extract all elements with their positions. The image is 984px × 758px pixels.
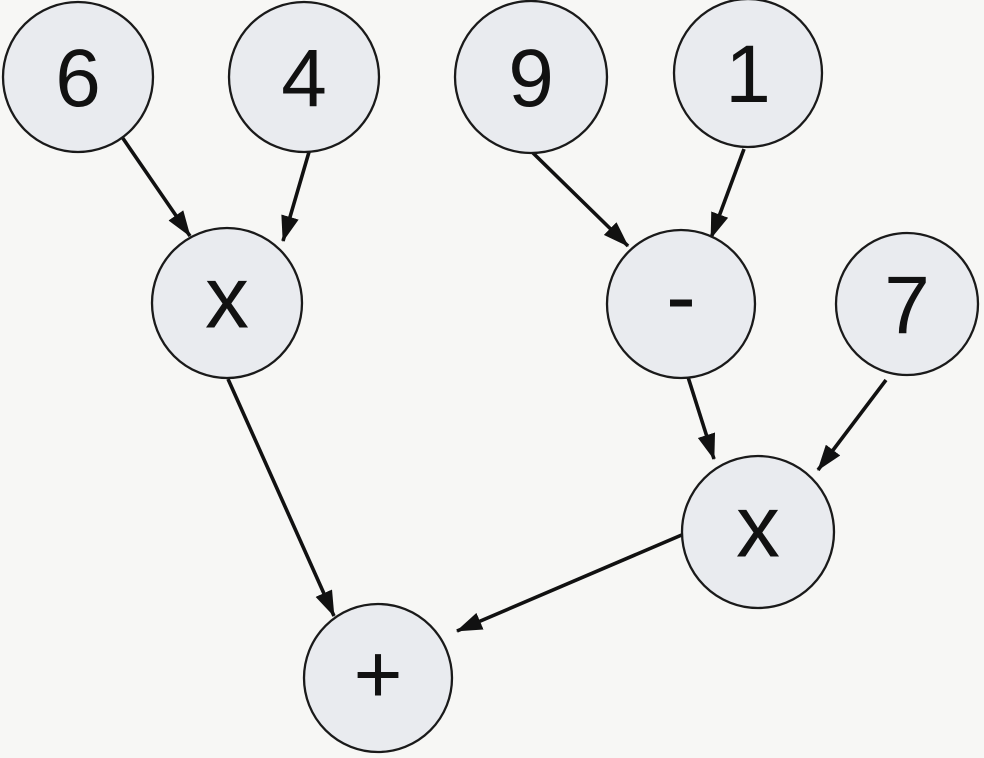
node-label-n6: 6 [55,33,101,124]
node-circle-mul2 [680,454,836,610]
edge-mul1-to-add [226,378,336,617]
node-circle-n1 [672,0,824,149]
edge-n6-to-mul1 [120,135,192,238]
edge-n9-to-sub [531,151,630,248]
edges-layer [120,135,888,633]
node-n9: 9 [453,0,609,155]
node-label-mul2: x [736,476,780,575]
edge-n7-to-mul2 [816,378,888,472]
node-circle-n7 [834,231,980,377]
node-n6: 6 [1,0,155,154]
edge-mul2-to-add [456,532,685,633]
edge-sub-to-mul2 [686,376,716,460]
node-label-n4: 4 [281,33,327,124]
node-circle-n6 [1,0,155,154]
node-label-add: + [353,627,402,721]
node-add: + [302,602,454,754]
node-label-n7: 7 [884,260,930,351]
node-n4: 4 [227,0,381,154]
node-circle-n9 [453,0,609,155]
node-circle-mul1 [150,226,304,380]
node-label-mul1: x [205,247,249,346]
node-mul2: x [680,454,836,610]
node-label-sub: - [666,247,696,347]
edge-n4-to-mul1 [281,151,311,242]
node-circle-sub [605,228,757,380]
edge-n1-to-sub [709,148,746,239]
node-label-n1: 1 [725,29,771,120]
node-sub: - [605,228,757,380]
node-mul1: x [150,226,304,380]
node-circle-add [302,602,454,754]
node-circle-n4 [227,0,381,154]
node-n7: 7 [834,231,980,377]
node-n1: 1 [672,0,824,149]
node-label-n9: 9 [508,33,554,124]
